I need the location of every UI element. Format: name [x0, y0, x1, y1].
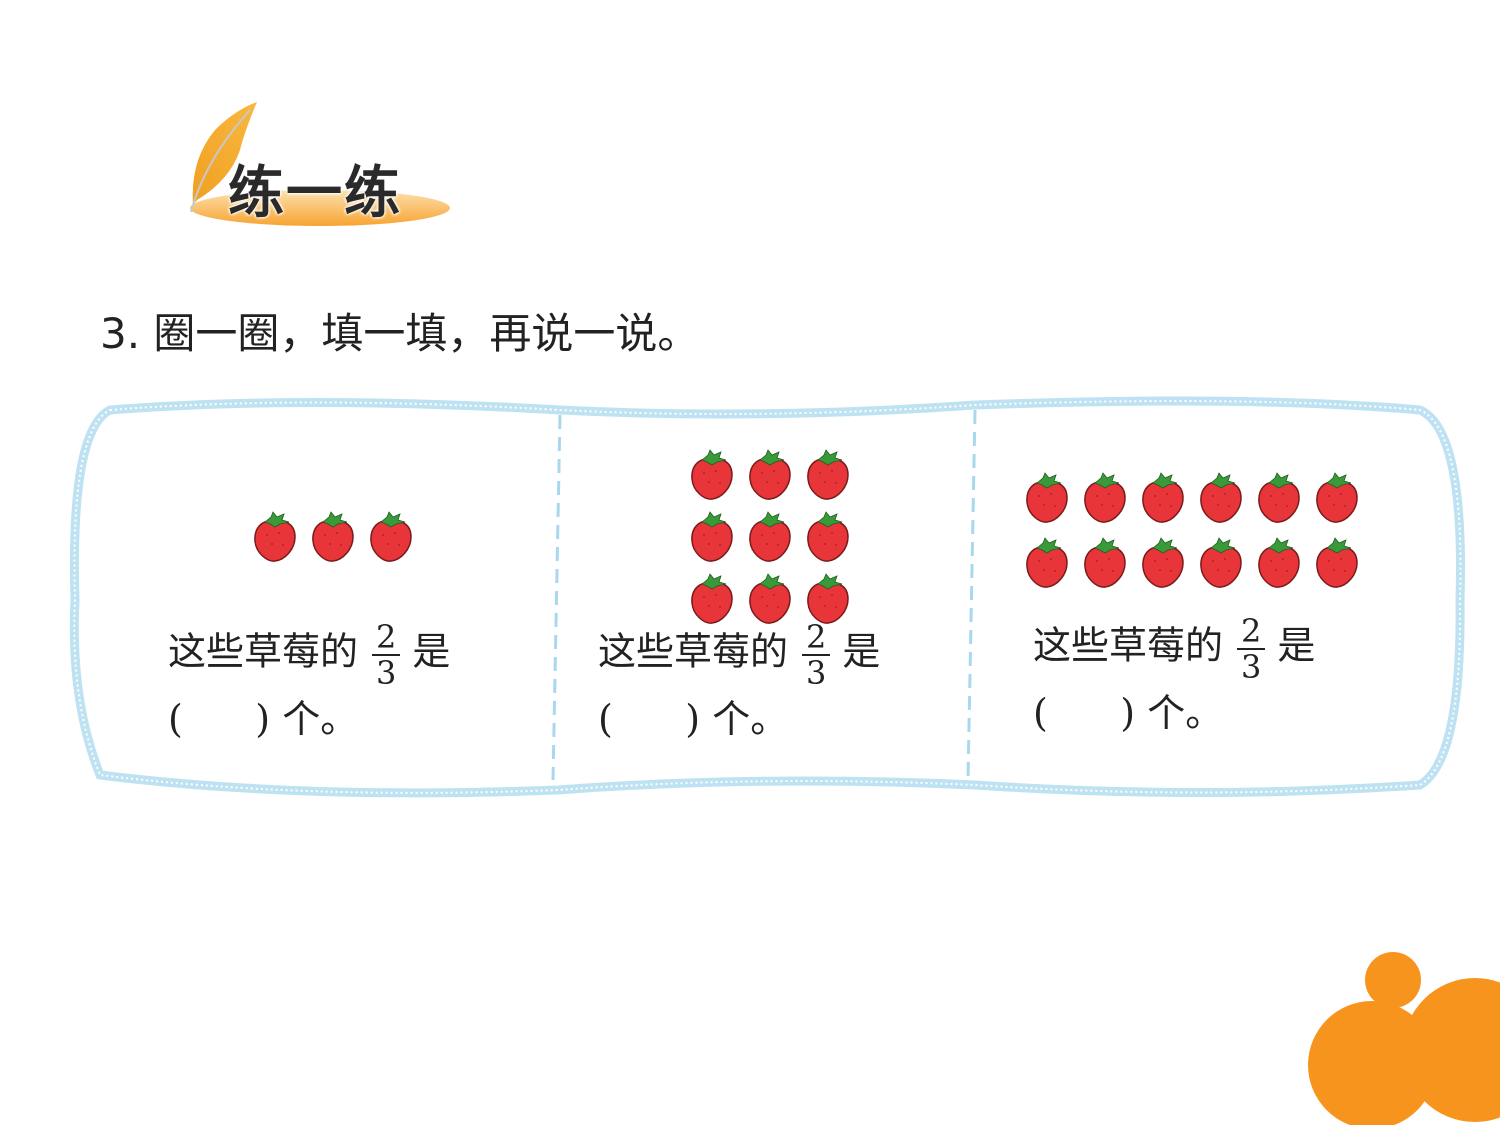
prompt-suffix: 是: [1277, 623, 1316, 668]
strawberry-icon: [1199, 537, 1243, 589]
strawberry-icon: [1257, 472, 1301, 524]
strawberry-icon: [690, 511, 734, 563]
divider: [551, 414, 562, 781]
strawberry-icon: [1315, 537, 1359, 589]
prompt-prefix: 这些草莓的: [598, 629, 789, 674]
strawberry-icon: [1315, 472, 1359, 524]
strawberry-icon: [748, 449, 792, 501]
strawberry-icon: [1199, 472, 1243, 524]
strawberry-icon: [311, 511, 355, 563]
strawberry-icon: [1141, 537, 1185, 589]
feather-icon: [192, 102, 257, 205]
strawberry-icon: [1025, 472, 1069, 524]
prompt-suffix: 是: [842, 629, 881, 674]
strawberry-icon: [1257, 537, 1301, 589]
decorative-orange-circles: [1308, 952, 1500, 1125]
strawberry-icon: [1141, 472, 1185, 524]
prompt-prefix: 这些草莓的: [168, 629, 359, 674]
strawberry-icon: [1025, 537, 1069, 589]
strawberry-icon: [748, 573, 792, 625]
strawberry-icon: [806, 511, 850, 563]
strawberry-icon: [1083, 472, 1127, 524]
denominator: 3: [376, 654, 397, 692]
strawberry-icon: [1083, 537, 1127, 589]
strawberry-icon: [690, 573, 734, 625]
numerator: 2: [1237, 614, 1266, 650]
answer-blank[interactable]: ( ) 个。: [168, 697, 359, 741]
strawberry-icon: [748, 511, 792, 563]
strawberry-icon: [806, 449, 850, 501]
strawberry-icon: [806, 573, 850, 625]
strawberry-icon: [690, 449, 734, 501]
prompt-suffix: 是: [412, 629, 451, 674]
answer-blank[interactable]: ( ) 个。: [1033, 691, 1224, 735]
question-text: 3. 圈一圈，填一填，再说一说。: [100, 309, 700, 358]
divider: [966, 409, 977, 781]
strawberry-icon: [369, 511, 413, 563]
denominator: 3: [806, 654, 827, 692]
practice-badge: [190, 102, 450, 226]
numerator: 2: [802, 620, 831, 656]
numerator: 2: [372, 620, 401, 656]
answer-blank[interactable]: ( ) 个。: [598, 697, 789, 741]
badge-label: 练一练: [228, 161, 402, 226]
denominator: 3: [1241, 648, 1262, 686]
prompt-prefix: 这些草莓的: [1033, 623, 1224, 668]
strawberry-icon: [253, 511, 297, 563]
